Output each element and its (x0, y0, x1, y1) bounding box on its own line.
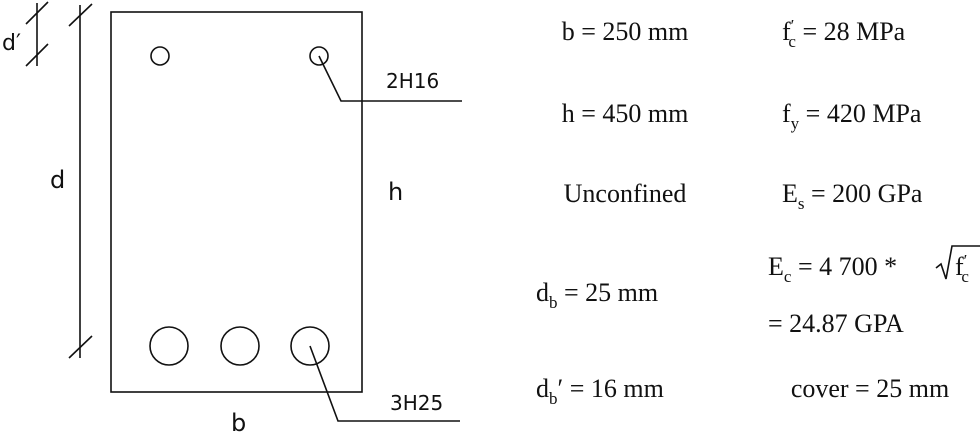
bottom-bar-middle (220, 326, 260, 366)
eq-fc-rest: = 28 MPa (796, 17, 906, 46)
eq-es-sub: s (798, 194, 805, 213)
eq-fc-sub: c (788, 32, 796, 51)
eq-height: h = 450 mm (562, 99, 689, 128)
eq-root-base: f (955, 252, 964, 281)
eq-fy-sub: y (791, 114, 800, 133)
d-tick-top (68, 3, 93, 27)
h-label: h (388, 178, 403, 206)
eq-steel-modulus: Es = 200 GPa (782, 179, 923, 213)
eq-fy-rest: = 420 MPa (799, 99, 922, 128)
eq-dbp-sub: b (549, 389, 558, 408)
d-prime-label: d′ (2, 31, 21, 56)
b-label: b (231, 409, 246, 437)
bottom-bars-leader (309, 345, 460, 422)
d-prime-tick-bottom (25, 43, 49, 67)
eq-ec-rest: = 4 700 * (791, 252, 897, 281)
eq-top-bar-diameter: db′ = 16 mm (536, 374, 664, 408)
top-bar-right (309, 46, 329, 66)
bottom-bar-right (290, 326, 330, 366)
eq-es-base: E (782, 179, 798, 208)
eq-concrete-modulus: Ec = 4 700 * (768, 252, 897, 286)
eq-fc-sup: ′ (791, 16, 795, 35)
eq-db-base: d (536, 278, 549, 307)
eq-confinement: Unconfined (564, 179, 687, 208)
bottom-bar-left (149, 326, 189, 366)
eq-ec-base: E (768, 252, 784, 281)
d-label: d (50, 166, 65, 194)
eq-es-rest: = 200 GPa (805, 179, 923, 208)
d-tick-bottom (68, 335, 93, 359)
top-bars-label: 2H16 (386, 69, 439, 93)
eq-db-sub: b (549, 293, 558, 312)
top-bar-left (150, 46, 170, 66)
top-bars-leader (318, 55, 462, 102)
eq-dbp-base: d (536, 374, 549, 403)
beam-section-outline (110, 11, 363, 393)
eq-root-sub: c (961, 267, 969, 286)
eq-root-sup: ′ (964, 251, 968, 270)
eq-fy-base: f (782, 99, 791, 128)
bottom-bars-label: 3H25 (390, 391, 443, 415)
sqrt-radical-sign (935, 245, 980, 280)
eq-concrete-strength: f′c = 28 MPa (782, 16, 906, 51)
eq-cover: cover = 25 mm (791, 374, 949, 403)
eq-ec-sub: c (784, 267, 792, 286)
eq-dbp-rest: ′ = 16 mm (558, 374, 664, 403)
eq-yield-strength: fy = 420 MPa (782, 99, 922, 133)
eq-fc-base: f (782, 17, 791, 46)
d-prime-tick-top (25, 1, 49, 25)
eq-db-rest: = 25 mm (558, 278, 659, 307)
eq-width: b = 250 mm (562, 17, 689, 46)
eq-bar-diameter: db = 25 mm (536, 278, 658, 312)
eq-concrete-modulus-value: = 24.87 GPA (768, 309, 904, 338)
eq-root-argument: f′c (955, 251, 969, 286)
